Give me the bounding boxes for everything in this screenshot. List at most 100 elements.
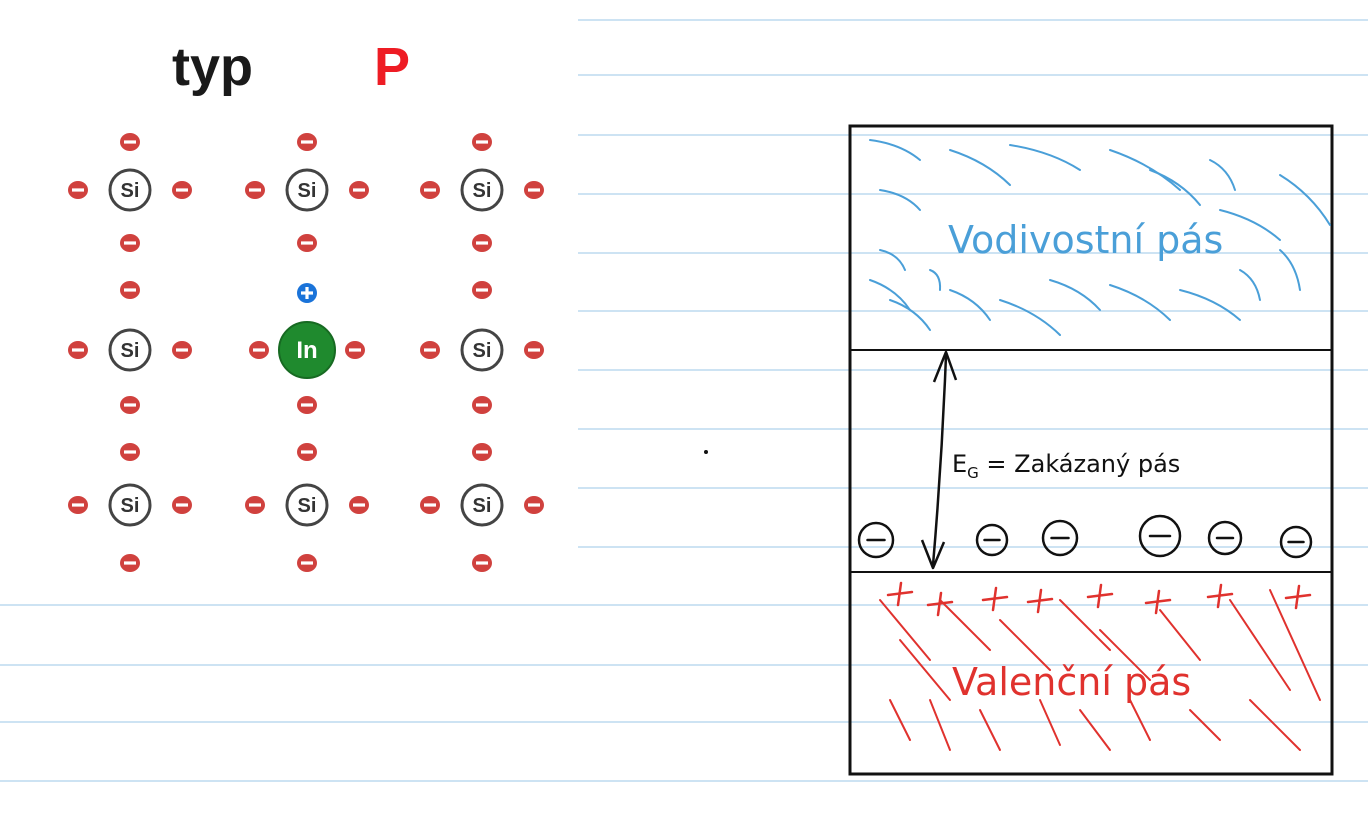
valence-hatch-stroke: [889, 699, 911, 741]
band-gap-label: EG = Zakázaný pás: [952, 450, 1180, 482]
electron-minus-sign: [72, 348, 84, 352]
valence-hole-plus-vertical: [991, 586, 998, 612]
electron-minus-sign: [476, 140, 488, 144]
electron-minus-sign: [424, 348, 436, 352]
silicon-atom-label: Si: [473, 495, 492, 517]
valence-hatch-stroke: [1079, 709, 1111, 751]
silicon-atom-label: Si: [473, 180, 492, 202]
electron-minus-sign: [476, 561, 488, 565]
conduction-hatch-stroke: [1279, 249, 1301, 291]
band-gap-arrow-shaft: [931, 354, 948, 566]
electron-minus-sign: [349, 348, 361, 352]
silicon-atom-label: Si: [473, 340, 492, 362]
band-electron-circle: [1279, 525, 1313, 559]
conduction-hatch-stroke: [1209, 159, 1236, 191]
electron-minus-sign: [124, 450, 136, 454]
silicon-atom: [108, 483, 152, 527]
electron-minus-sign: [528, 348, 540, 352]
valence-hatch-stroke: [899, 639, 951, 701]
conduction-hatch-stroke: [1009, 144, 1081, 171]
electron-minus-sign: [124, 241, 136, 245]
valence-hatch-stroke: [1189, 709, 1221, 741]
silicon-atom: [460, 328, 504, 372]
conduction-hatch-stroke: [1179, 289, 1241, 321]
valence-hole-plus-vertical: [1096, 583, 1103, 609]
conduction-hatch-stroke: [869, 279, 911, 311]
valence-hatch-stroke: [1269, 589, 1321, 701]
silicon-atom: [285, 168, 329, 212]
electron-minus-sign: [301, 403, 313, 407]
silicon-atom-label: Si: [121, 340, 140, 362]
valence-hatch-stroke: [999, 619, 1051, 671]
electron-minus-sign: [253, 348, 265, 352]
electron-minus-sign: [476, 403, 488, 407]
band-electron-circle: [1207, 520, 1243, 556]
electron-minus-sign: [353, 188, 365, 192]
band-gap-arrowhead-bottom: [920, 539, 946, 570]
conduction-hatch-stroke: [1219, 209, 1281, 241]
band-electron-circle: [857, 521, 895, 559]
conduction-hatch-stroke: [1049, 279, 1101, 311]
conduction-hatch-stroke: [949, 149, 1011, 186]
electron-minus-sign: [124, 288, 136, 292]
indium-atom-label: In: [296, 337, 317, 364]
electron-minus-sign: [301, 241, 313, 245]
conduction-hatch-stroke: [1109, 149, 1181, 191]
valence-hatch-stroke: [1249, 699, 1301, 751]
electron-minus-sign: [301, 450, 313, 454]
silicon-atom: [108, 168, 152, 212]
valence-hatch-stroke: [1099, 629, 1151, 681]
band-gap-subscript: G: [967, 463, 979, 482]
electron-minus-sign: [72, 188, 84, 192]
band-electron-circle: [975, 523, 1009, 557]
valence-hatch-stroke: [1059, 599, 1111, 651]
conduction-band-label: Vodivostní pás: [948, 218, 1224, 262]
hole-plus-vertical: [305, 287, 309, 299]
indium-atom: [278, 321, 336, 379]
conduction-hatch-stroke: [879, 249, 906, 271]
electron-minus-sign: [124, 140, 136, 144]
electron-minus-sign: [424, 503, 436, 507]
electron-minus-sign: [301, 561, 313, 565]
silicon-atom: [285, 483, 329, 527]
silicon-atom-label: Si: [298, 180, 317, 202]
electron-minus-sign: [176, 348, 188, 352]
conduction-hatch-stroke: [1279, 174, 1331, 226]
valence-hole-plus-vertical: [1216, 583, 1223, 609]
conduction-hatch-stroke: [869, 139, 921, 161]
valence-hole-plus-vertical: [1154, 589, 1161, 615]
conduction-hatch-stroke: [879, 189, 921, 211]
lattice-title-letter: P: [374, 37, 411, 97]
valence-hole-plus-vertical: [896, 581, 903, 607]
valence-hatch-stroke: [879, 599, 931, 661]
band-gap-symbol: E: [952, 450, 968, 478]
silicon-atom-label: Si: [298, 495, 317, 517]
band-electron-circle: [1138, 514, 1182, 558]
electron-minus-sign: [476, 288, 488, 292]
silicon-atom-label: Si: [121, 180, 140, 202]
valence-hatch-stroke: [1159, 609, 1201, 661]
valence-hole-plus-vertical: [936, 591, 943, 617]
conduction-hatch-stroke: [1149, 169, 1201, 206]
electron-minus-sign: [476, 241, 488, 245]
band-gap-arrowhead-top: [932, 350, 958, 383]
conduction-hatch-stroke: [889, 299, 931, 331]
silicon-atom: [108, 328, 152, 372]
valence-hatch-stroke: [1039, 699, 1061, 746]
conduction-hatch-stroke: [1109, 284, 1171, 321]
conduction-hatch-stroke: [949, 289, 991, 321]
stray-dot: [704, 450, 708, 454]
silicon-atom: [460, 168, 504, 212]
valence-hole-plus-vertical: [1294, 584, 1301, 610]
lattice-title-word: typ: [172, 37, 253, 97]
silicon-atom: [460, 483, 504, 527]
electron-minus-sign: [72, 503, 84, 507]
electron-minus-sign: [353, 503, 365, 507]
valence-hatch-stroke: [929, 699, 951, 751]
valence-hatch-stroke: [1229, 599, 1291, 691]
valence-hatch-stroke: [979, 709, 1001, 751]
valence-hatch-stroke: [939, 599, 991, 651]
